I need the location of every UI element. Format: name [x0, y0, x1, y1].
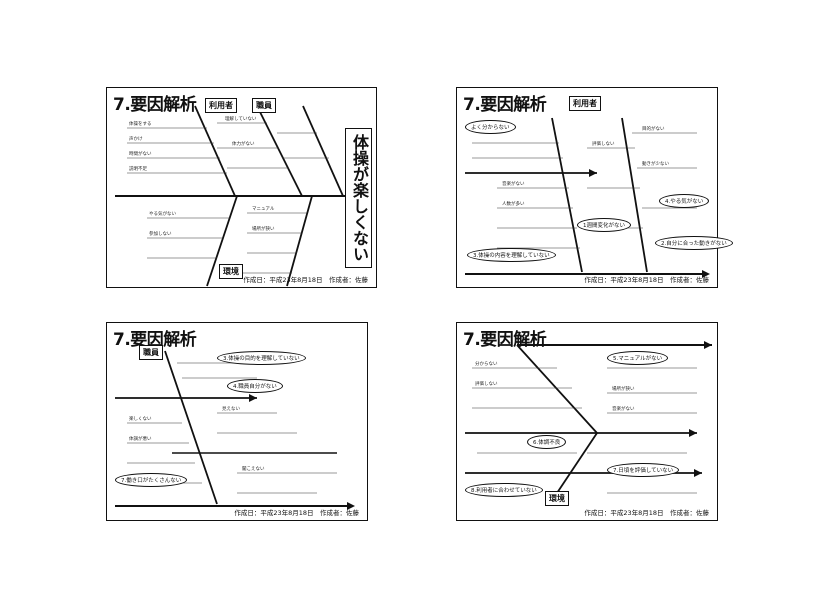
slide-title: 7.要因解析 [113, 95, 197, 115]
cause-oval: よく分からない [465, 120, 516, 134]
annotation: 聞こえない [242, 467, 265, 472]
fishbone-diagram-staff [115, 350, 355, 510]
slide-footer: 作成日：平成23年8月18日 作成者：佐藤 [234, 509, 359, 517]
cause-oval: 7.働き口がたくさんない [115, 473, 188, 487]
cause-oval: 7.日頃を評価していない [607, 463, 680, 477]
slide-footer: 作成日：平成23年8月18日 作成者：佐藤 [243, 276, 368, 284]
slide-title: 7.要因解析 [463, 330, 547, 350]
cause-oval: 1週間変化がない [577, 218, 631, 232]
annotation: 音楽がない [612, 407, 635, 412]
cause-oval: 3.体操の目的を理解していない [217, 351, 306, 365]
annotation: 評価しない [592, 142, 615, 147]
category-staff: 職員 [252, 98, 276, 113]
annotation: 声かけ [129, 137, 143, 142]
annotation: 体操をする [129, 122, 152, 127]
annotation: 体力がない [232, 142, 255, 147]
cause-oval: 4.やる気がない [659, 194, 710, 208]
slide-title: 7.要因解析 [113, 330, 197, 350]
effect-box: 体操が楽しくない [345, 128, 372, 268]
annotation: 分からない [475, 362, 498, 367]
category-environment: 環境 [545, 491, 569, 506]
annotation: 理解していない [225, 117, 257, 122]
cause-oval: 8.利用者に合わせていない [465, 483, 543, 497]
annotation: マニュアル [252, 207, 275, 212]
cause-oval: 3.体操の内容を理解していない [467, 248, 556, 262]
annotation: 人数が多い [502, 202, 525, 207]
annotation: 見えない [222, 407, 240, 412]
category-staff: 職員 [139, 345, 163, 360]
cause-oval: 2.自分に合った動きがない [655, 236, 733, 250]
cause-oval: 6.体調不良 [527, 435, 567, 449]
annotation: 場所が狭い [252, 227, 275, 232]
fishbone-diagram-overview [115, 105, 355, 287]
annotation: 説明不足 [129, 167, 147, 172]
annotation: 評価しない [475, 382, 498, 387]
fishbone-diagram-users [465, 117, 710, 278]
annotation: 参加しない [149, 232, 172, 237]
slide-users: 7.要因解析 利用者 よく分からない 1週間変化がない 2.自分に合った動きがな… [456, 87, 733, 288]
slide-title: 7.要因解析 [463, 95, 547, 115]
category-environment: 環境 [219, 264, 243, 279]
fishbone-diagram-environment [465, 341, 712, 494]
annotation: 楽しくない [129, 417, 152, 422]
annotation: 場所が狭い [612, 387, 635, 392]
cause-oval: 4.職員自分がない [227, 379, 283, 393]
cause-oval: 5.マニュアルがない [607, 351, 669, 365]
slide-overview: 7.要因解析 利用者 職員 環境 体操が楽しくない 体操をする 声かけ 時間がな… [106, 87, 377, 288]
category-users: 利用者 [205, 98, 237, 113]
annotation: やる気がない [149, 212, 176, 217]
annotation: 動きが少ない [642, 162, 669, 167]
category-users: 利用者 [569, 96, 601, 111]
annotation: 音楽がない [502, 182, 525, 187]
slide-footer: 作成日：平成23年8月18日 作成者：佐藤 [584, 509, 709, 517]
slide-environment: 7.要因解析 環境 5.マニュアルがない 6.体調不良 7.日頃を評価していない… [456, 322, 718, 521]
annotation: 目的がない [642, 127, 665, 132]
slide-staff: 7.要因解析 職員 3.体操の目的を理解していない 4.職員自分がない 7.働き… [106, 322, 368, 521]
annotation: 体調が悪い [129, 437, 152, 442]
slide-footer: 作成日：平成23年8月18日 作成者：佐藤 [584, 276, 709, 284]
annotation: 時間がない [129, 152, 152, 157]
